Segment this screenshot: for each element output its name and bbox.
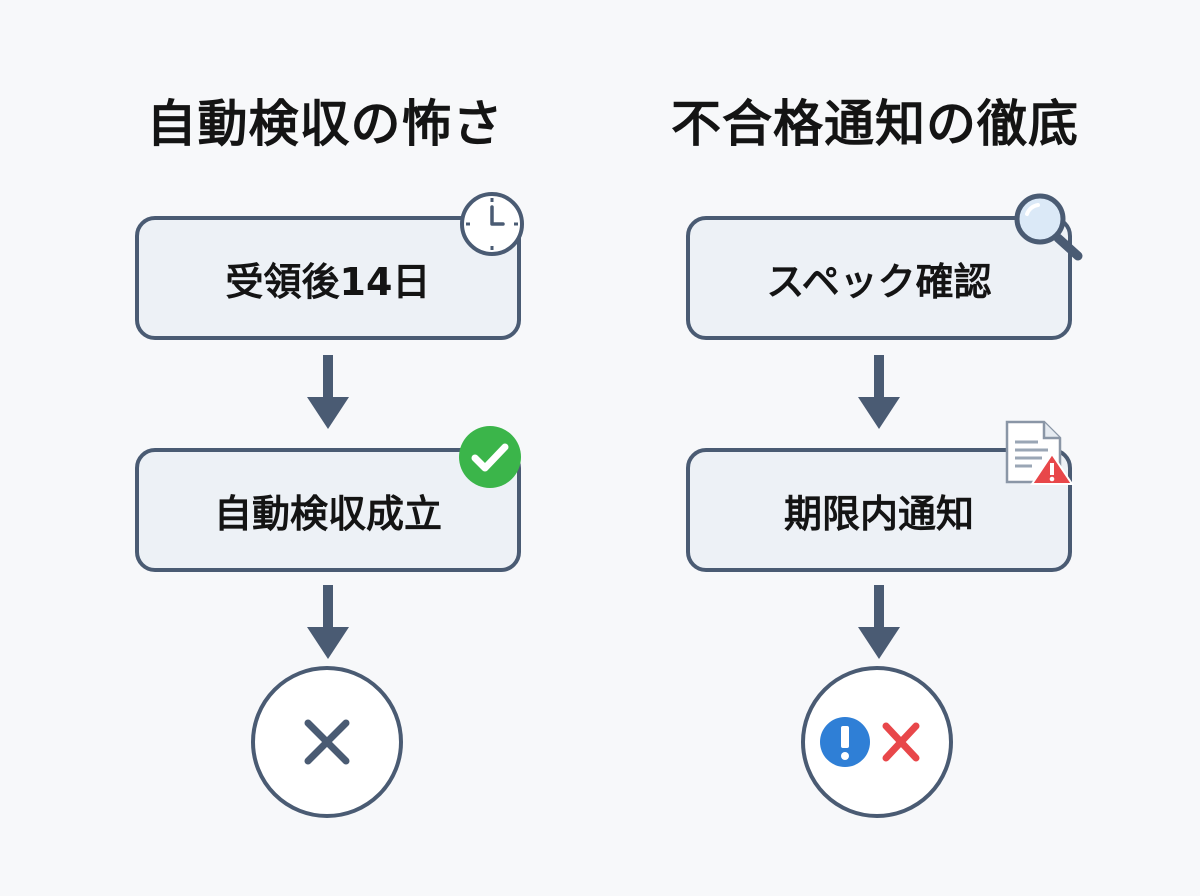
step-box-notice-within-deadline: 期限内通知	[686, 448, 1072, 572]
step-label: 受領後14日	[225, 259, 431, 304]
step-label: 自動検収成立	[213, 491, 442, 536]
exclamation-icon	[820, 717, 870, 767]
document-warning-icon	[1002, 420, 1074, 488]
result-circle-left	[250, 665, 404, 819]
step-label: 期限内通知	[783, 491, 974, 536]
step-label: スペック確認	[766, 259, 992, 304]
arrow-down-icon	[856, 585, 902, 661]
step-box-auto-acceptance: 自動検収成立	[135, 448, 521, 572]
clock-icon	[459, 191, 525, 257]
arrow-down-icon	[305, 585, 351, 661]
title-right: 不合格通知の徹底	[671, 95, 1079, 153]
step-box-received-14-days: 受領後14日	[135, 216, 521, 340]
magnifier-icon	[1012, 192, 1084, 262]
result-circle-right	[800, 665, 954, 819]
arrow-down-icon	[856, 355, 902, 431]
step-box-spec-check: スペック確認	[686, 216, 1072, 340]
cross-icon	[304, 719, 350, 765]
checkmark-icon	[458, 425, 522, 489]
cross-icon	[882, 722, 920, 762]
title-left: 自動検収の怖さ	[146, 95, 504, 153]
arrow-down-icon	[305, 355, 351, 431]
